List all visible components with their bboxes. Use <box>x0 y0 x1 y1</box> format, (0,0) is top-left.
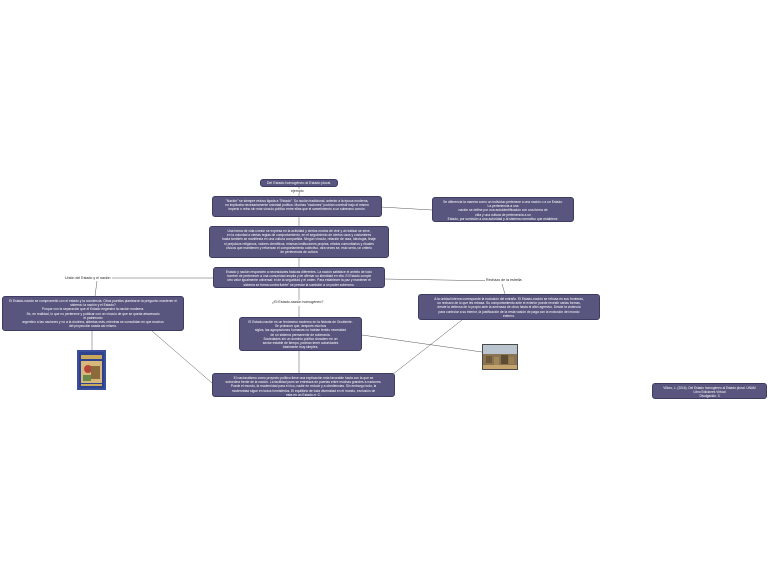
node-center[interactable]: El Estado-nación es un fenómeno moderno … <box>239 317 362 351</box>
title-node[interactable]: Del Estado homogéneo al Estado plural. <box>260 179 338 187</box>
link-top-right <box>380 206 433 211</box>
book-cover-art <box>79 352 104 388</box>
link-rightmid-bottom <box>387 319 463 379</box>
node-middle[interactable]: Una forma de vida común se expresa en la… <box>209 226 389 258</box>
crowd-photo-art <box>483 345 517 369</box>
node-reference[interactable]: Villoro, L. (2016). Del Estado homogéneo… <box>652 383 767 399</box>
node-right-mid[interactable]: A la unidad interna corresponde la exclu… <box>418 294 600 320</box>
node-lower[interactable]: Estado y nación responden a necesidades … <box>213 267 385 288</box>
label-center: ¿El Estado-nación homogéneo? <box>271 300 325 304</box>
node-left[interactable]: El Estado-nación se comprometió con el e… <box>2 296 184 331</box>
node-top[interactable]: "Nación" se siempre estuvo ligada a "Est… <box>212 196 382 217</box>
label-right: Rechazo de la estrella <box>485 278 523 282</box>
node-bottom[interactable]: El nacionalismo como proyecto político t… <box>212 373 395 397</box>
label-left: Unión del Estado y el nación <box>64 276 112 280</box>
book-cover-image[interactable] <box>77 350 106 390</box>
link-lower-right-label <box>384 278 503 282</box>
link-left-bottom <box>151 330 213 384</box>
link-left-label-left <box>94 280 98 297</box>
link-center-image <box>361 334 483 353</box>
node-right-top[interactable]: Se diferencia la manera como un individu… <box>432 197 574 222</box>
label-intro: ejemplo <box>290 189 305 193</box>
link-right-label-rightmid <box>501 283 506 295</box>
crowd-photo-image[interactable] <box>482 344 518 370</box>
